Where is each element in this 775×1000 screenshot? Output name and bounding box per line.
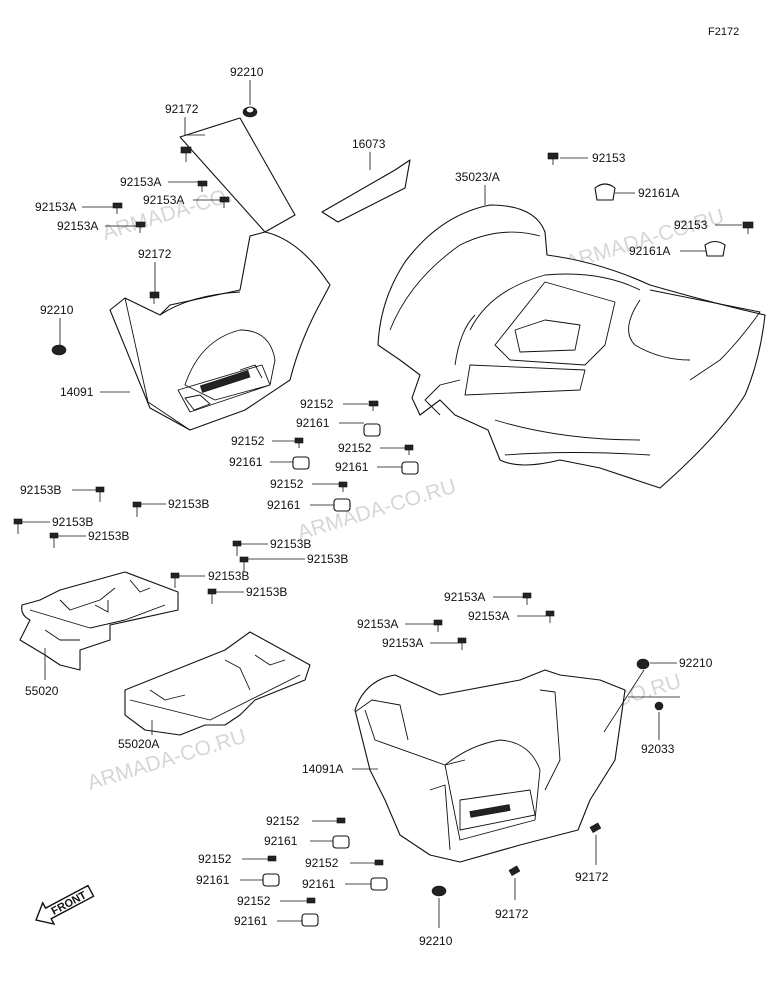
part-number-label: 92161 — [296, 416, 330, 430]
part-number-label: 92153A — [468, 609, 509, 623]
part-number-label: 92153A — [357, 617, 398, 631]
part-number-label: 92161 — [196, 873, 230, 887]
part-number-label: 92153A — [143, 193, 184, 207]
part-number-label: 92153B — [52, 515, 93, 529]
part-number-label: 92152 — [266, 814, 300, 828]
part-number-label: 92161 — [234, 914, 268, 928]
part-number-label: 92161 — [264, 834, 298, 848]
part-number-label: 92033 — [641, 742, 675, 756]
part-labels: 92210 92172 92153A 92153A 92153A 92153A … — [20, 65, 713, 948]
fasteners — [13, 106, 754, 927]
part-number-label: 92172 — [138, 247, 172, 261]
figure-code: F2172 — [708, 26, 739, 38]
front-label: FRONT — [50, 889, 89, 918]
part-number-label: 92153A — [57, 219, 98, 233]
watermark: ARMADA-CO.RU — [295, 475, 459, 545]
part-number-label: 92161 — [335, 460, 369, 474]
part-number-label: 92153B — [88, 529, 129, 543]
footrest-55020A — [124, 631, 311, 736]
part-number-label: 55020 — [25, 684, 59, 698]
part-number-label: 92210 — [679, 656, 713, 670]
part-number-label: 92152 — [300, 397, 334, 411]
part-number-label: 92152 — [270, 477, 304, 491]
part-number-label: 92152 — [231, 434, 265, 448]
part-number-label: 14091A — [302, 762, 343, 776]
part-number-label: 92153 — [674, 218, 708, 232]
part-number-label: 92172 — [495, 907, 529, 921]
part-number-label: 92152 — [338, 441, 372, 455]
part-number-label: 92161 — [229, 455, 263, 469]
part-number-label: 92161A — [638, 186, 679, 200]
part-number-label: 92210 — [230, 65, 264, 79]
part-number-label: 16073 — [352, 137, 386, 151]
part-number-label: 92161A — [629, 244, 670, 258]
part-number-label: 92153B — [208, 569, 249, 583]
part-number-label: 14091 — [60, 385, 94, 399]
part-number-label: 92152 — [237, 894, 271, 908]
part-number-label: 92153B — [20, 483, 61, 497]
part-number-label: 35023/A — [455, 170, 500, 184]
part-number-label: 55020A — [118, 737, 159, 751]
part-number-label: 92153B — [168, 497, 209, 511]
part-number-label: 92153A — [35, 200, 76, 214]
part-number-label: 92172 — [575, 870, 609, 884]
part-number-label: 92210 — [419, 934, 453, 948]
footrest-55020 — [19, 571, 179, 671]
part-number-label: 92153B — [246, 585, 287, 599]
part-number-label: 92153A — [120, 175, 161, 189]
watermark: ARMADA-CO.RU — [85, 725, 249, 795]
part-number-label: 92153A — [444, 590, 485, 604]
part-number-label: 92153B — [307, 552, 348, 566]
part-number-label: 92152 — [305, 856, 339, 870]
part-number-label: 92161 — [302, 877, 336, 891]
part-number-label: 92153A — [382, 636, 423, 650]
rear-fender-35023A — [377, 204, 766, 489]
part-number-label: 92153 — [592, 151, 626, 165]
part-number-label: 92161 — [267, 498, 301, 512]
part-number-label: 92210 — [40, 303, 74, 317]
front-fender-14091 — [109, 117, 331, 431]
front-arrow-icon: FRONT — [35, 884, 95, 926]
leader-lines — [22, 80, 742, 928]
stripe-16073 — [321, 159, 411, 223]
part-number-label: 92152 — [198, 852, 232, 866]
part-number-label: 92153B — [270, 537, 311, 551]
rear-fender-14091A — [354, 669, 626, 863]
part-number-label: 92172 — [165, 102, 199, 116]
